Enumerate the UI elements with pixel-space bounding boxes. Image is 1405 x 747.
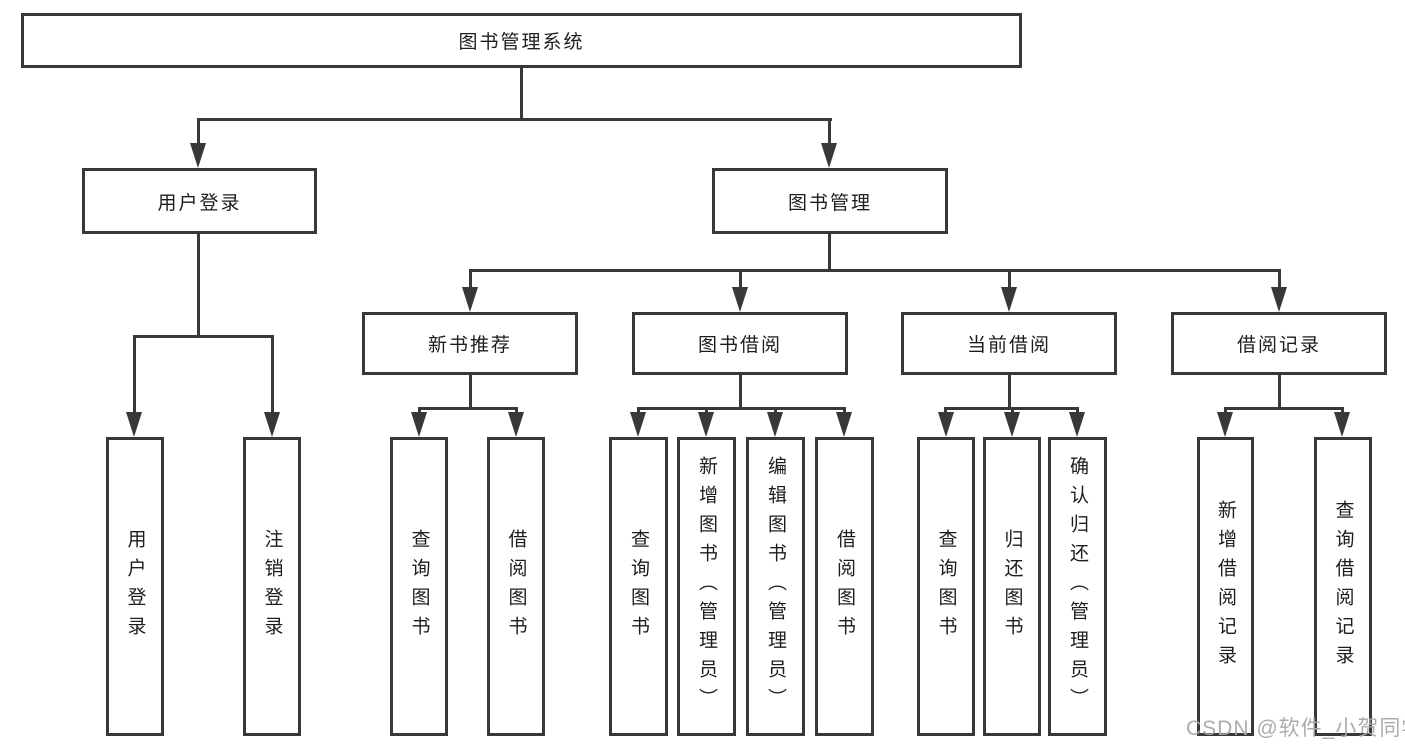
arrowhead-down [1004,412,1020,437]
leaf-confirm-return-admin: 确认归还（管理员） [1048,437,1107,736]
csdn-watermark: CSDN @软件_小贺同学 [1186,717,1405,740]
connector-line [197,234,200,338]
connector-line [520,68,523,120]
node-book-management: 图书管理 [712,168,948,234]
arrowhead-down [1069,412,1085,437]
connector-line [739,269,742,291]
connector-line [469,375,472,410]
leaf-return-books-label: 归还图书 [1001,528,1023,645]
connector-line [1341,407,1344,416]
connector-line [705,407,708,416]
arrowhead-down [264,412,280,437]
arrowhead-down [1271,287,1287,312]
leaf-query-books-2-label: 查询图书 [628,528,649,645]
leaf-query-books-1: 查询图书 [390,437,448,736]
connector-line [197,118,200,148]
node-borrow-records-label: 借阅记录 [1236,335,1321,356]
node-new-book-recommend-label: 新书推荐 [427,335,512,356]
node-book-management-label: 图书管理 [787,192,872,214]
node-borrow-records: 借阅记录 [1171,312,1387,375]
connector-line [1278,375,1281,410]
connector-line [1011,407,1014,416]
connector-line [843,407,846,416]
connector-line [469,269,472,291]
node-user-login-label: 用户登录 [157,192,242,214]
leaf-query-borrow-record: 查询借阅记录 [1314,437,1372,736]
leaf-add-borrow-record-label: 新增借阅记录 [1215,499,1236,674]
node-new-book-recommend: 新书推荐 [362,312,578,375]
leaf-edit-book-admin: 编辑图书（管理员） [746,437,805,736]
connector-line [637,407,640,416]
arrowhead-down [1001,287,1017,312]
leaf-borrow-books-1: 借阅图书 [487,437,545,736]
arrowhead-down [698,412,714,437]
connector-line [739,375,742,410]
connector-line [637,407,846,410]
connector-line [1076,407,1079,416]
node-book-borrow: 图书借阅 [632,312,848,375]
arrowhead-down [630,412,646,437]
node-book-borrow-label: 图书借阅 [697,335,782,356]
arrowhead-down [938,412,954,437]
node-current-borrow-label: 当前借阅 [966,335,1051,356]
node-current-borrow: 当前借阅 [901,312,1117,375]
arrowhead-down [836,412,852,437]
connector-line [198,118,832,121]
connector-line [944,407,947,416]
arrowhead-down [190,143,206,168]
leaf-borrow-books-2: 借阅图书 [815,437,874,736]
arrowhead-down [462,287,478,312]
leaf-borrow-books-1-label: 借阅图书 [505,528,527,645]
connector-line [828,118,831,148]
leaf-query-books-1-label: 查询图书 [408,528,430,645]
connector-line [1224,407,1344,410]
leaf-query-books-3: 查询图书 [917,437,975,736]
arrowhead-down [508,412,524,437]
connector-line [133,335,274,338]
arrowhead-down [732,287,748,312]
leaf-query-books-3-label: 查询图书 [935,528,957,645]
arrowhead-down [126,412,142,437]
connector-line [418,407,518,410]
leaf-logout: 注销登录 [243,437,301,736]
arrowhead-down [821,143,837,168]
arrowhead-down [1334,412,1350,437]
connector-line [1224,407,1227,416]
leaf-user-login: 用户登录 [106,437,164,736]
leaf-edit-book-admin-label: 编辑图书（管理员） [765,456,786,717]
node-root: 图书管理系统 [21,13,1022,68]
connector-line [774,407,777,416]
leaf-logout-label: 注销登录 [261,528,283,645]
connector-line [1278,269,1281,291]
connector-line [271,335,274,415]
connector-line [515,407,518,416]
connector-line [828,234,831,272]
node-root-label: 图书管理系统 [458,32,585,53]
arrowhead-down [767,412,783,437]
arrowhead-down [1217,412,1233,437]
arrowhead-down [411,412,427,437]
connector-line [133,335,136,415]
leaf-borrow-books-2-label: 借阅图书 [834,528,855,645]
connector-line [418,407,421,416]
leaf-add-book-admin-label: 新增图书（管理员） [696,456,717,717]
leaf-add-book-admin: 新增图书（管理员） [677,437,736,736]
connector-line [1008,375,1011,410]
leaf-user-login-label: 用户登录 [124,528,146,645]
leaf-confirm-return-admin-label: 确认归还（管理员） [1067,456,1088,717]
leaf-add-borrow-record: 新增借阅记录 [1197,437,1254,736]
leaf-query-books-2: 查询图书 [609,437,668,736]
node-user-login: 用户登录 [82,168,317,234]
leaf-return-books: 归还图书 [983,437,1041,736]
connector-line [1008,269,1011,291]
connector-line [469,269,1281,272]
leaf-query-borrow-record-label: 查询借阅记录 [1332,499,1354,674]
